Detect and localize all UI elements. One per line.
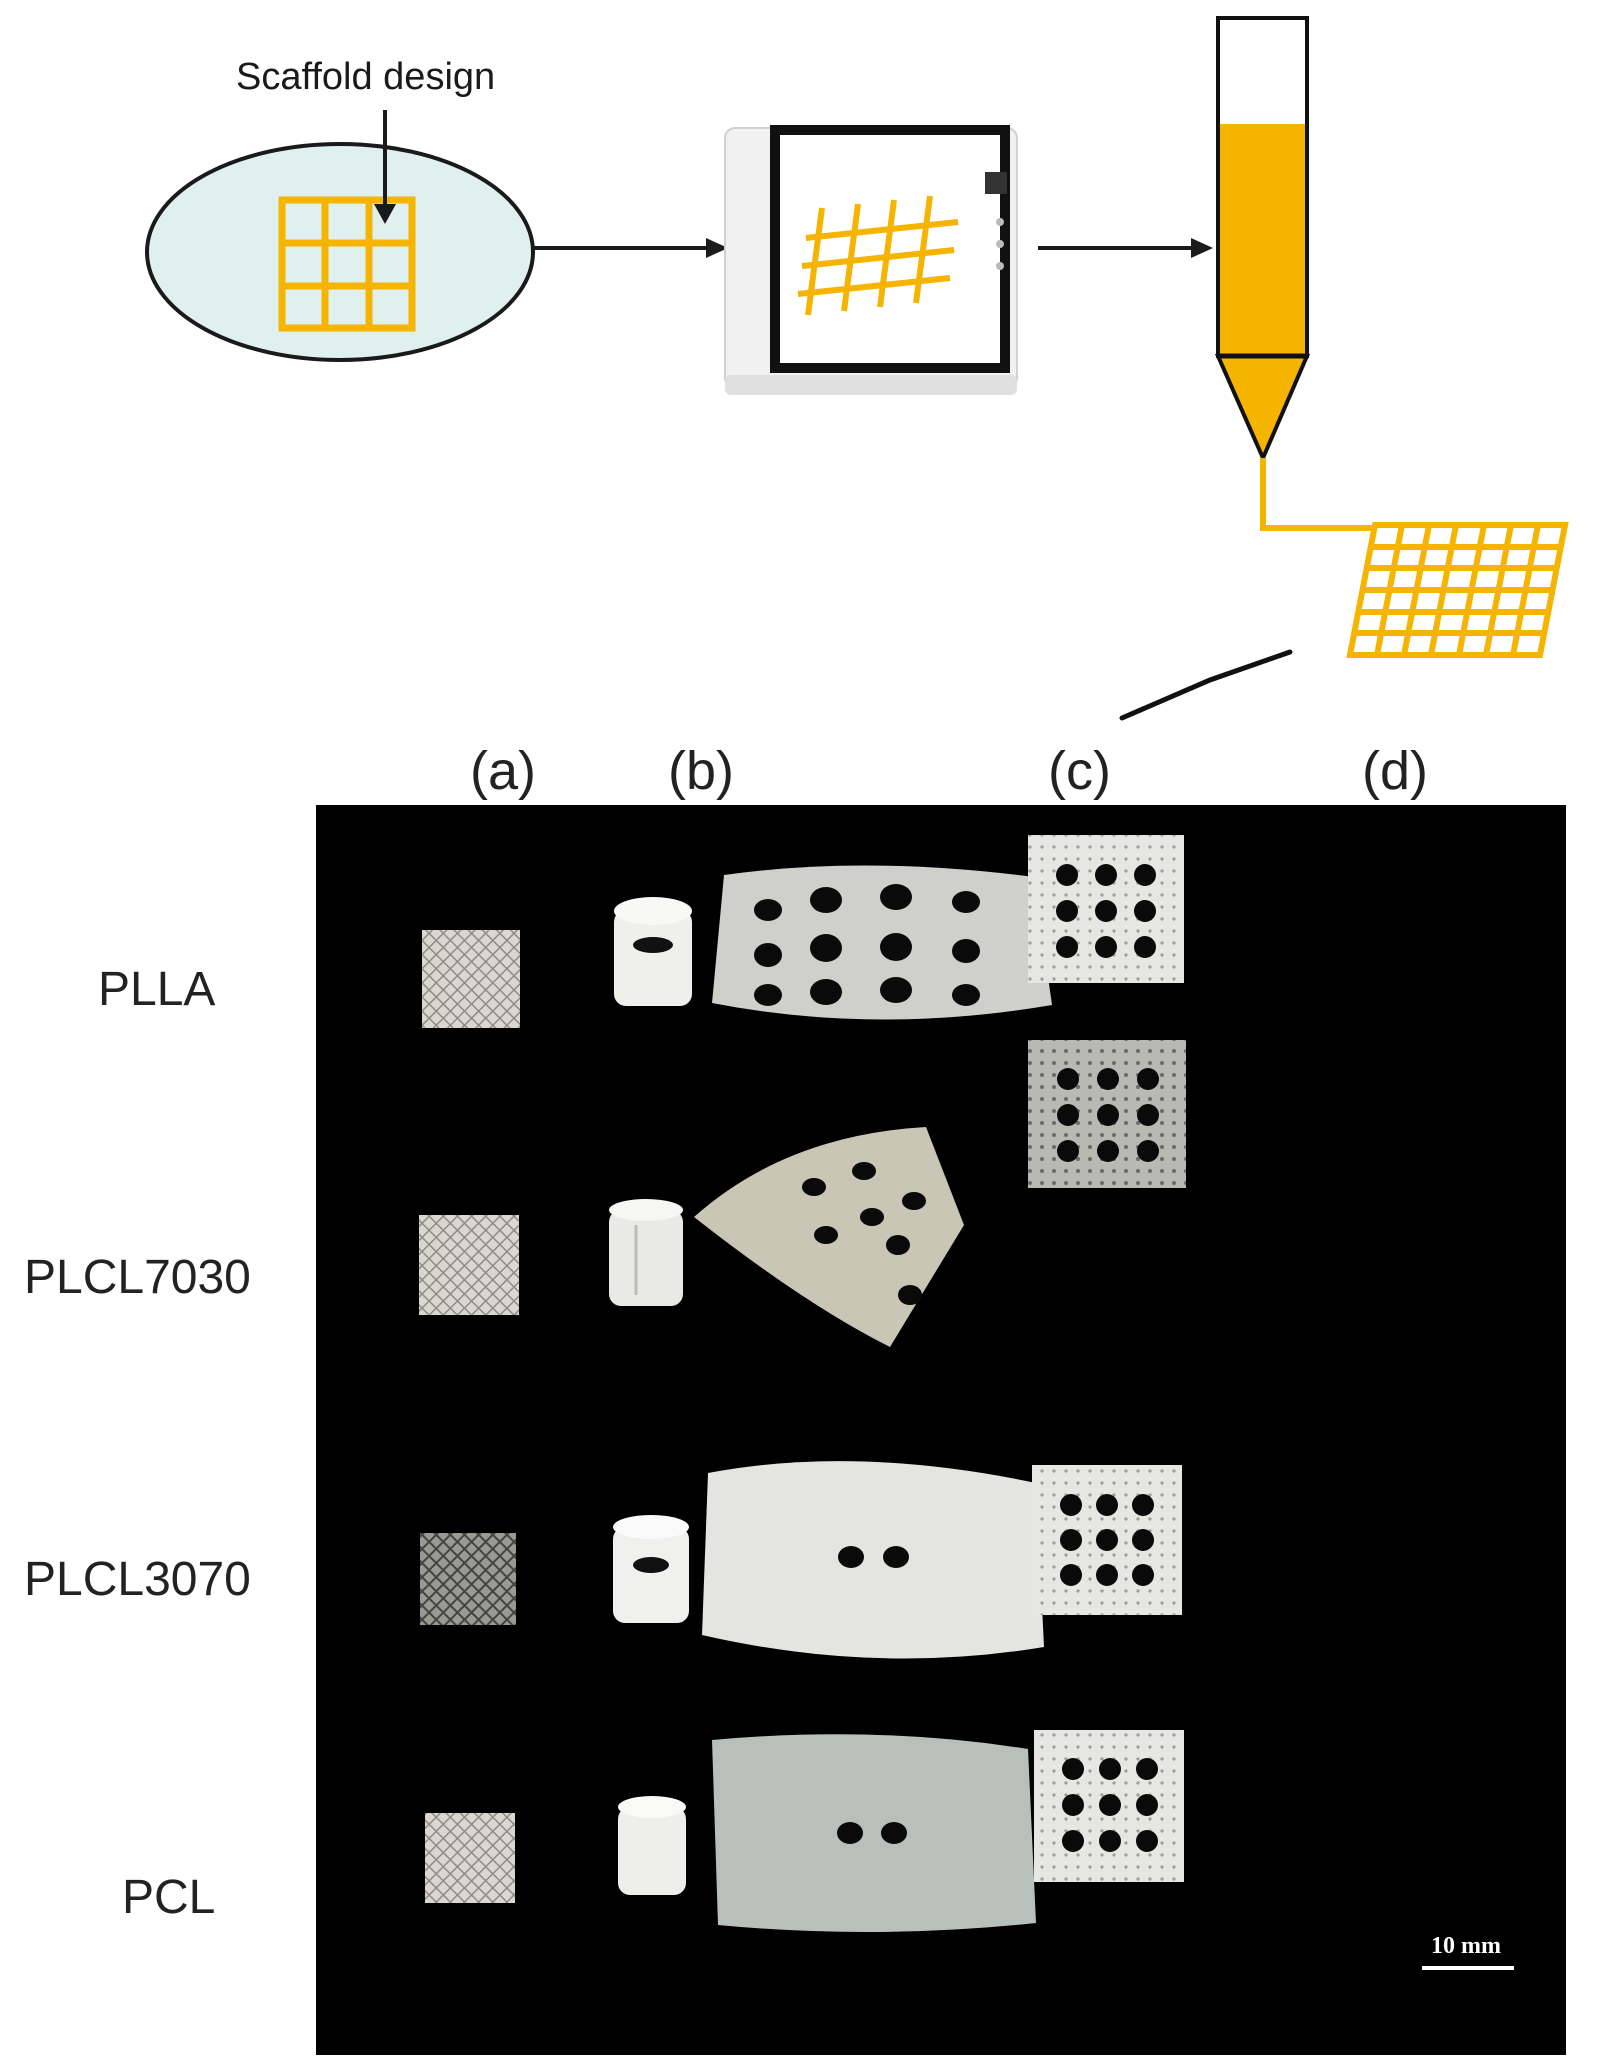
row-label-plla: PLLA bbox=[98, 963, 216, 1016]
row-label-plcl7030: PLCL7030 bbox=[24, 1251, 251, 1304]
photo-plcl3070-b bbox=[613, 1515, 689, 1623]
syringe-icon bbox=[1214, 16, 1375, 531]
column-label-b: (b) bbox=[668, 741, 734, 801]
arrow-to-syringe bbox=[1038, 238, 1213, 258]
photo-plcl7030-d bbox=[1028, 1040, 1186, 1188]
scale-bar-label: 10 mm bbox=[1431, 1933, 1501, 1959]
row-label-pcl: PCL bbox=[122, 1871, 216, 1924]
row-label-plcl3070: PLCL3070 bbox=[24, 1553, 251, 1606]
design-pointer-arrow bbox=[374, 110, 396, 224]
scale-bar bbox=[1422, 1966, 1514, 1970]
printed-scaffold-icon bbox=[1346, 522, 1569, 658]
photo-plla-a bbox=[422, 930, 520, 1028]
photo-pcl-c bbox=[712, 1734, 1036, 1933]
scaffold-pointer-line bbox=[1119, 649, 1293, 721]
design-ellipse bbox=[145, 142, 535, 362]
column-label-a: (a) bbox=[470, 741, 536, 801]
printer-icon bbox=[724, 125, 1018, 395]
arrow-to-printer bbox=[533, 238, 728, 258]
photo-plcl7030-b bbox=[609, 1199, 683, 1306]
design-grid-icon bbox=[278, 196, 416, 332]
design-label: Scaffold design bbox=[236, 56, 496, 98]
photo-plcl3070-d bbox=[1032, 1465, 1182, 1615]
photo-plcl7030-c bbox=[694, 1127, 964, 1347]
scaffold-photos bbox=[419, 835, 1186, 1933]
photo-pcl-a bbox=[425, 1813, 515, 1903]
column-label-c: (c) bbox=[1048, 741, 1111, 801]
photo-plcl3070-a bbox=[420, 1533, 516, 1625]
scaffold-photo-panel: 10 mm bbox=[316, 805, 1566, 2055]
photo-pcl-d bbox=[1034, 1730, 1184, 1882]
column-label-d: (d) bbox=[1362, 741, 1428, 801]
photo-plla-d bbox=[1028, 835, 1184, 983]
photo-plcl3070-c bbox=[702, 1461, 1044, 1659]
photo-plcl7030-a bbox=[419, 1215, 519, 1315]
photo-plla-c bbox=[712, 865, 1052, 1020]
photo-pcl-b bbox=[618, 1796, 686, 1895]
workflow-diagram bbox=[145, 16, 1569, 721]
photo-plla-b bbox=[614, 897, 692, 1006]
